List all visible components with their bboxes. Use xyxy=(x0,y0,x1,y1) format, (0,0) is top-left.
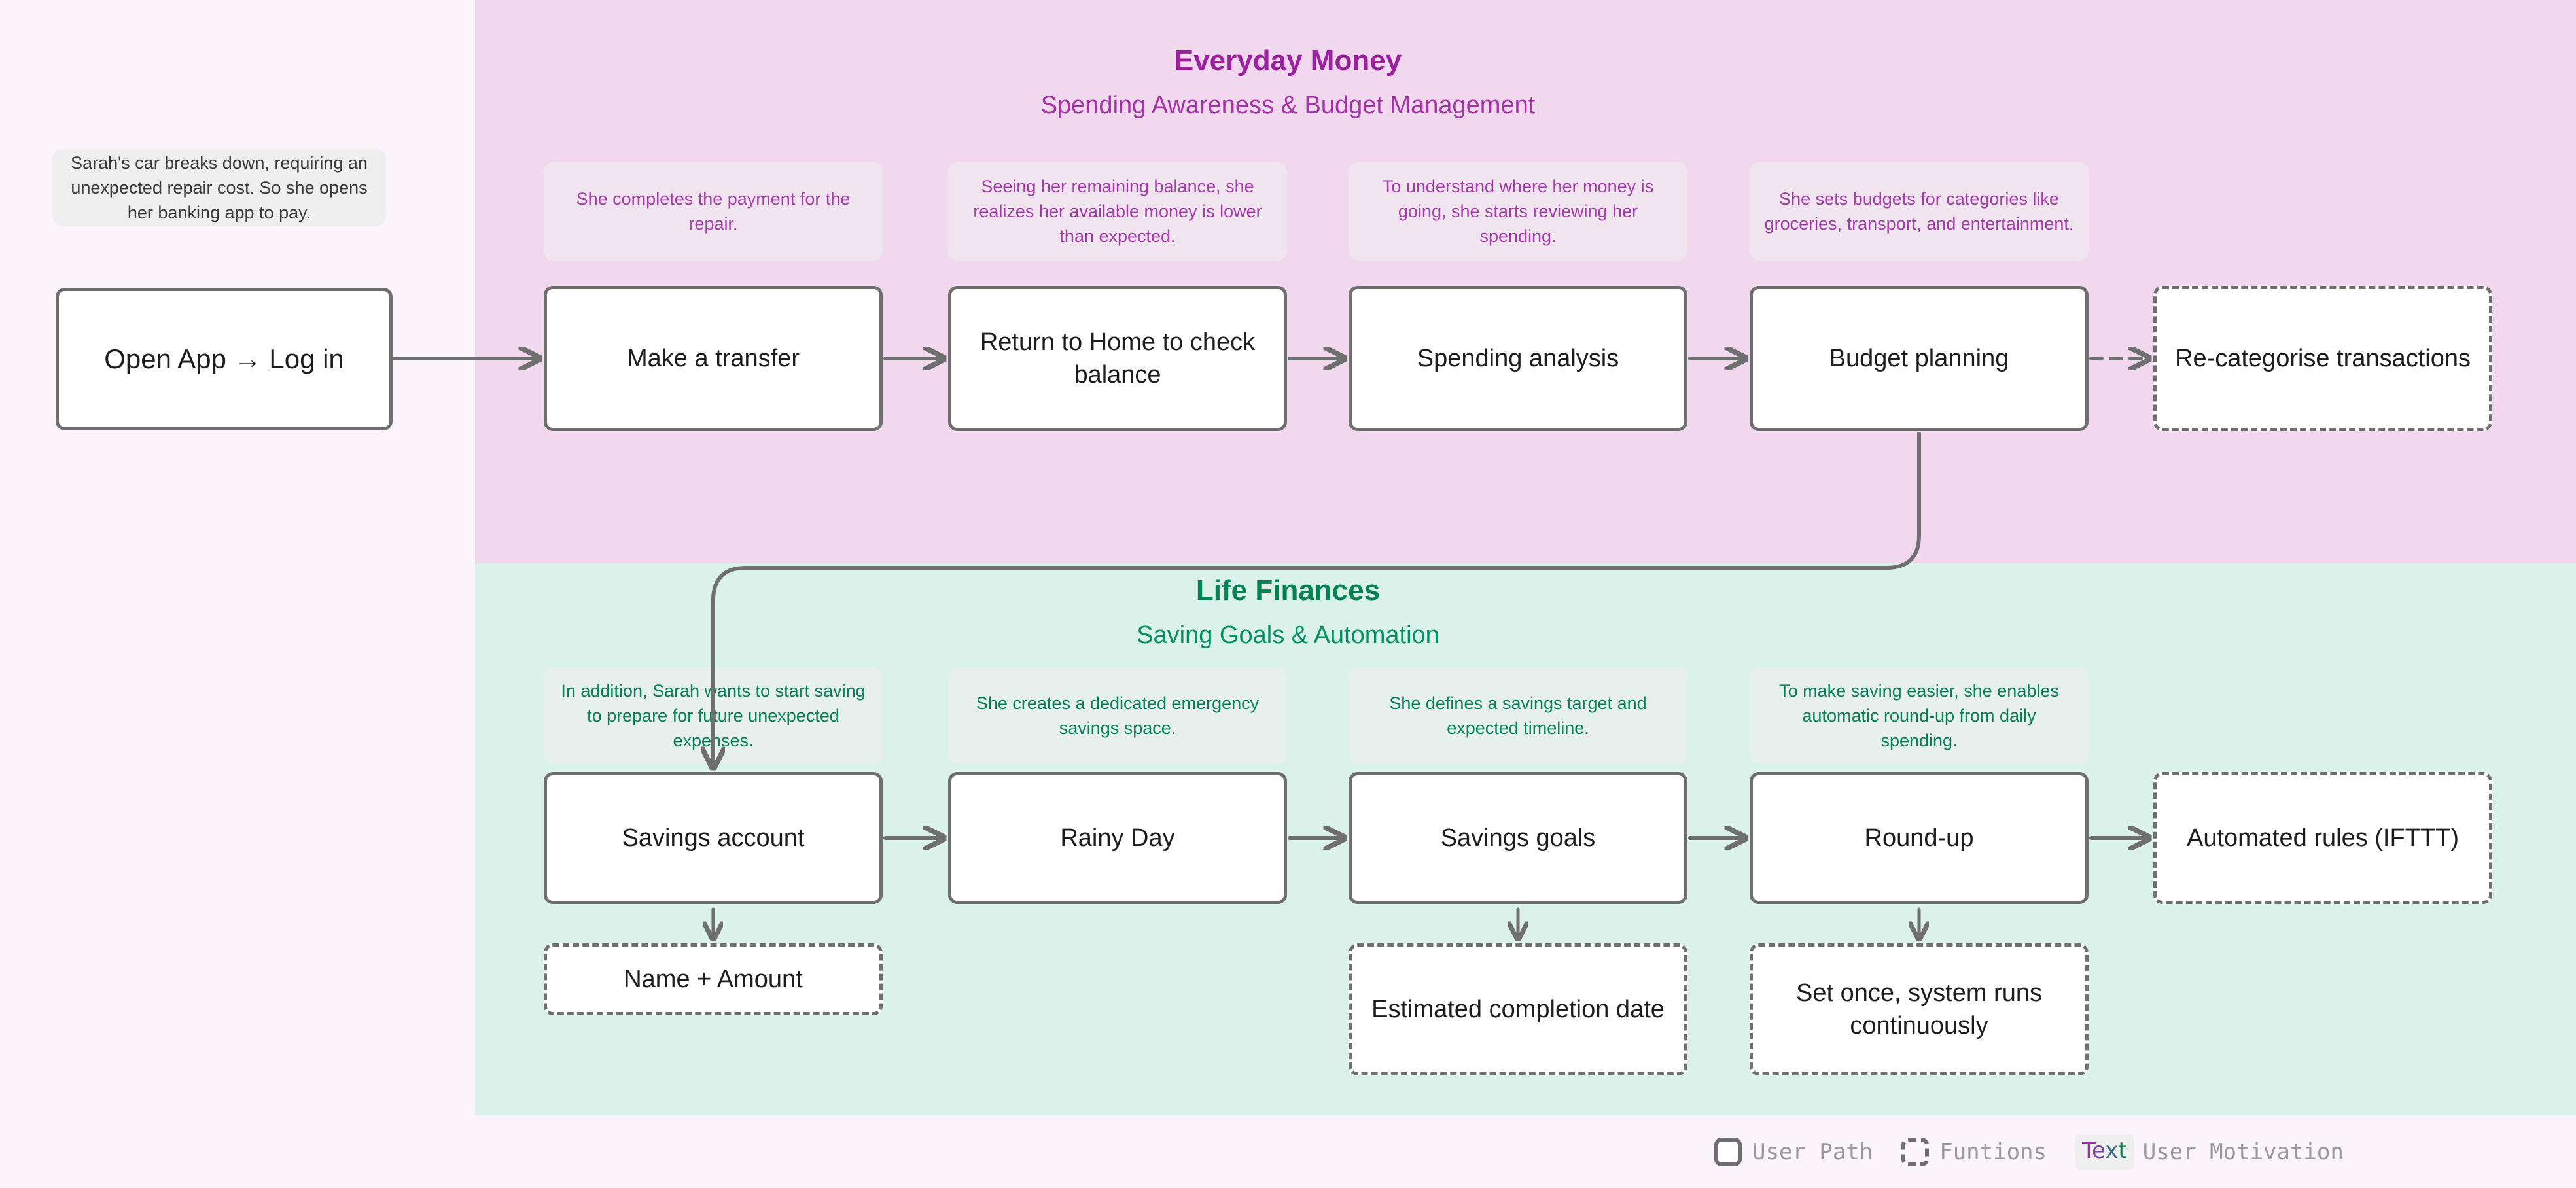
solid-rectangle-icon xyxy=(1714,1138,1742,1166)
node-rainy-day[interactable]: Rainy Day xyxy=(948,772,1287,904)
band-everyday-money xyxy=(475,0,2576,563)
note-round-up: To make saving easier, she enables autom… xyxy=(1750,667,2089,764)
note-spending-analysis: To understand where her money is going, … xyxy=(1349,162,1687,261)
node-round-up[interactable]: Round-up xyxy=(1750,772,2089,904)
legend: User Path Funtions Text User Motivation xyxy=(1714,1128,2344,1176)
node-set-once-system-runs-continuously[interactable]: Set once, system runs continuously xyxy=(1750,943,2089,1075)
node-spending-analysis[interactable]: Spending analysis xyxy=(1349,286,1687,431)
note-budget-planning: She sets budgets for categories like gro… xyxy=(1750,162,2089,261)
text-badge-char-4: t xyxy=(2118,1138,2127,1164)
node-re-categorise-transactions[interactable]: Re-categorise transactions xyxy=(2153,286,2492,431)
node-budget-planning[interactable]: Budget planning xyxy=(1750,286,2089,431)
node-automated-rules-ifttt[interactable]: Automated rules (IFTTT) xyxy=(2153,772,2492,904)
note-rainy-day: She creates a dedicated emergency saving… xyxy=(948,667,1287,764)
start-user-motivation-note: Sarah's car breaks down, requiring an un… xyxy=(52,149,386,226)
node-savings-account[interactable]: Savings account xyxy=(544,772,883,904)
everyday-money-subtitle: Spending Awareness & Budget Management xyxy=(1040,92,1536,119)
node-return-to-home-check-balance[interactable]: Return to Home to check balance xyxy=(948,286,1287,431)
node-savings-goals[interactable]: Savings goals xyxy=(1349,772,1687,904)
node-make-a-transfer[interactable]: Make a transfer xyxy=(544,286,883,431)
connector-budget-to-savings-account xyxy=(713,432,1921,767)
text-badge-char-3: x xyxy=(2105,1138,2119,1164)
node-estimated-completion-date[interactable]: Estimated completion date xyxy=(1349,943,1687,1075)
legend-item-user-path: User Path xyxy=(1714,1138,1873,1166)
note-return-to-home: Seeing her remaining balance, she realiz… xyxy=(948,162,1287,261)
legend-item-functions: Funtions xyxy=(1901,1138,2047,1166)
note-savings-goals: She defines a savings target and expecte… xyxy=(1349,667,1687,764)
everyday-money-title: Everyday Money xyxy=(1174,44,1402,77)
legend-label-user-motivation: User Motivation xyxy=(2142,1139,2344,1165)
legend-label-user-path: User Path xyxy=(1752,1139,1873,1165)
node-open-app-log-in[interactable]: Open App → Log in xyxy=(56,288,393,430)
life-finances-subtitle: Saving Goals & Automation xyxy=(1137,621,1439,649)
text-sample-badge: Text xyxy=(2075,1134,2134,1170)
legend-label-functions: Funtions xyxy=(1939,1139,2047,1165)
dashed-rectangle-icon xyxy=(1901,1138,1930,1166)
legend-item-user-motivation: Text User Motivation xyxy=(2075,1134,2344,1170)
life-finances-title: Life Finances xyxy=(1195,574,1381,606)
node-name-plus-amount[interactable]: Name + Amount xyxy=(544,943,883,1015)
note-make-a-transfer: She completes the payment for the repair… xyxy=(544,162,883,261)
text-badge-char-2: e xyxy=(2092,1138,2106,1164)
text-badge-char-1: T xyxy=(2082,1138,2092,1164)
